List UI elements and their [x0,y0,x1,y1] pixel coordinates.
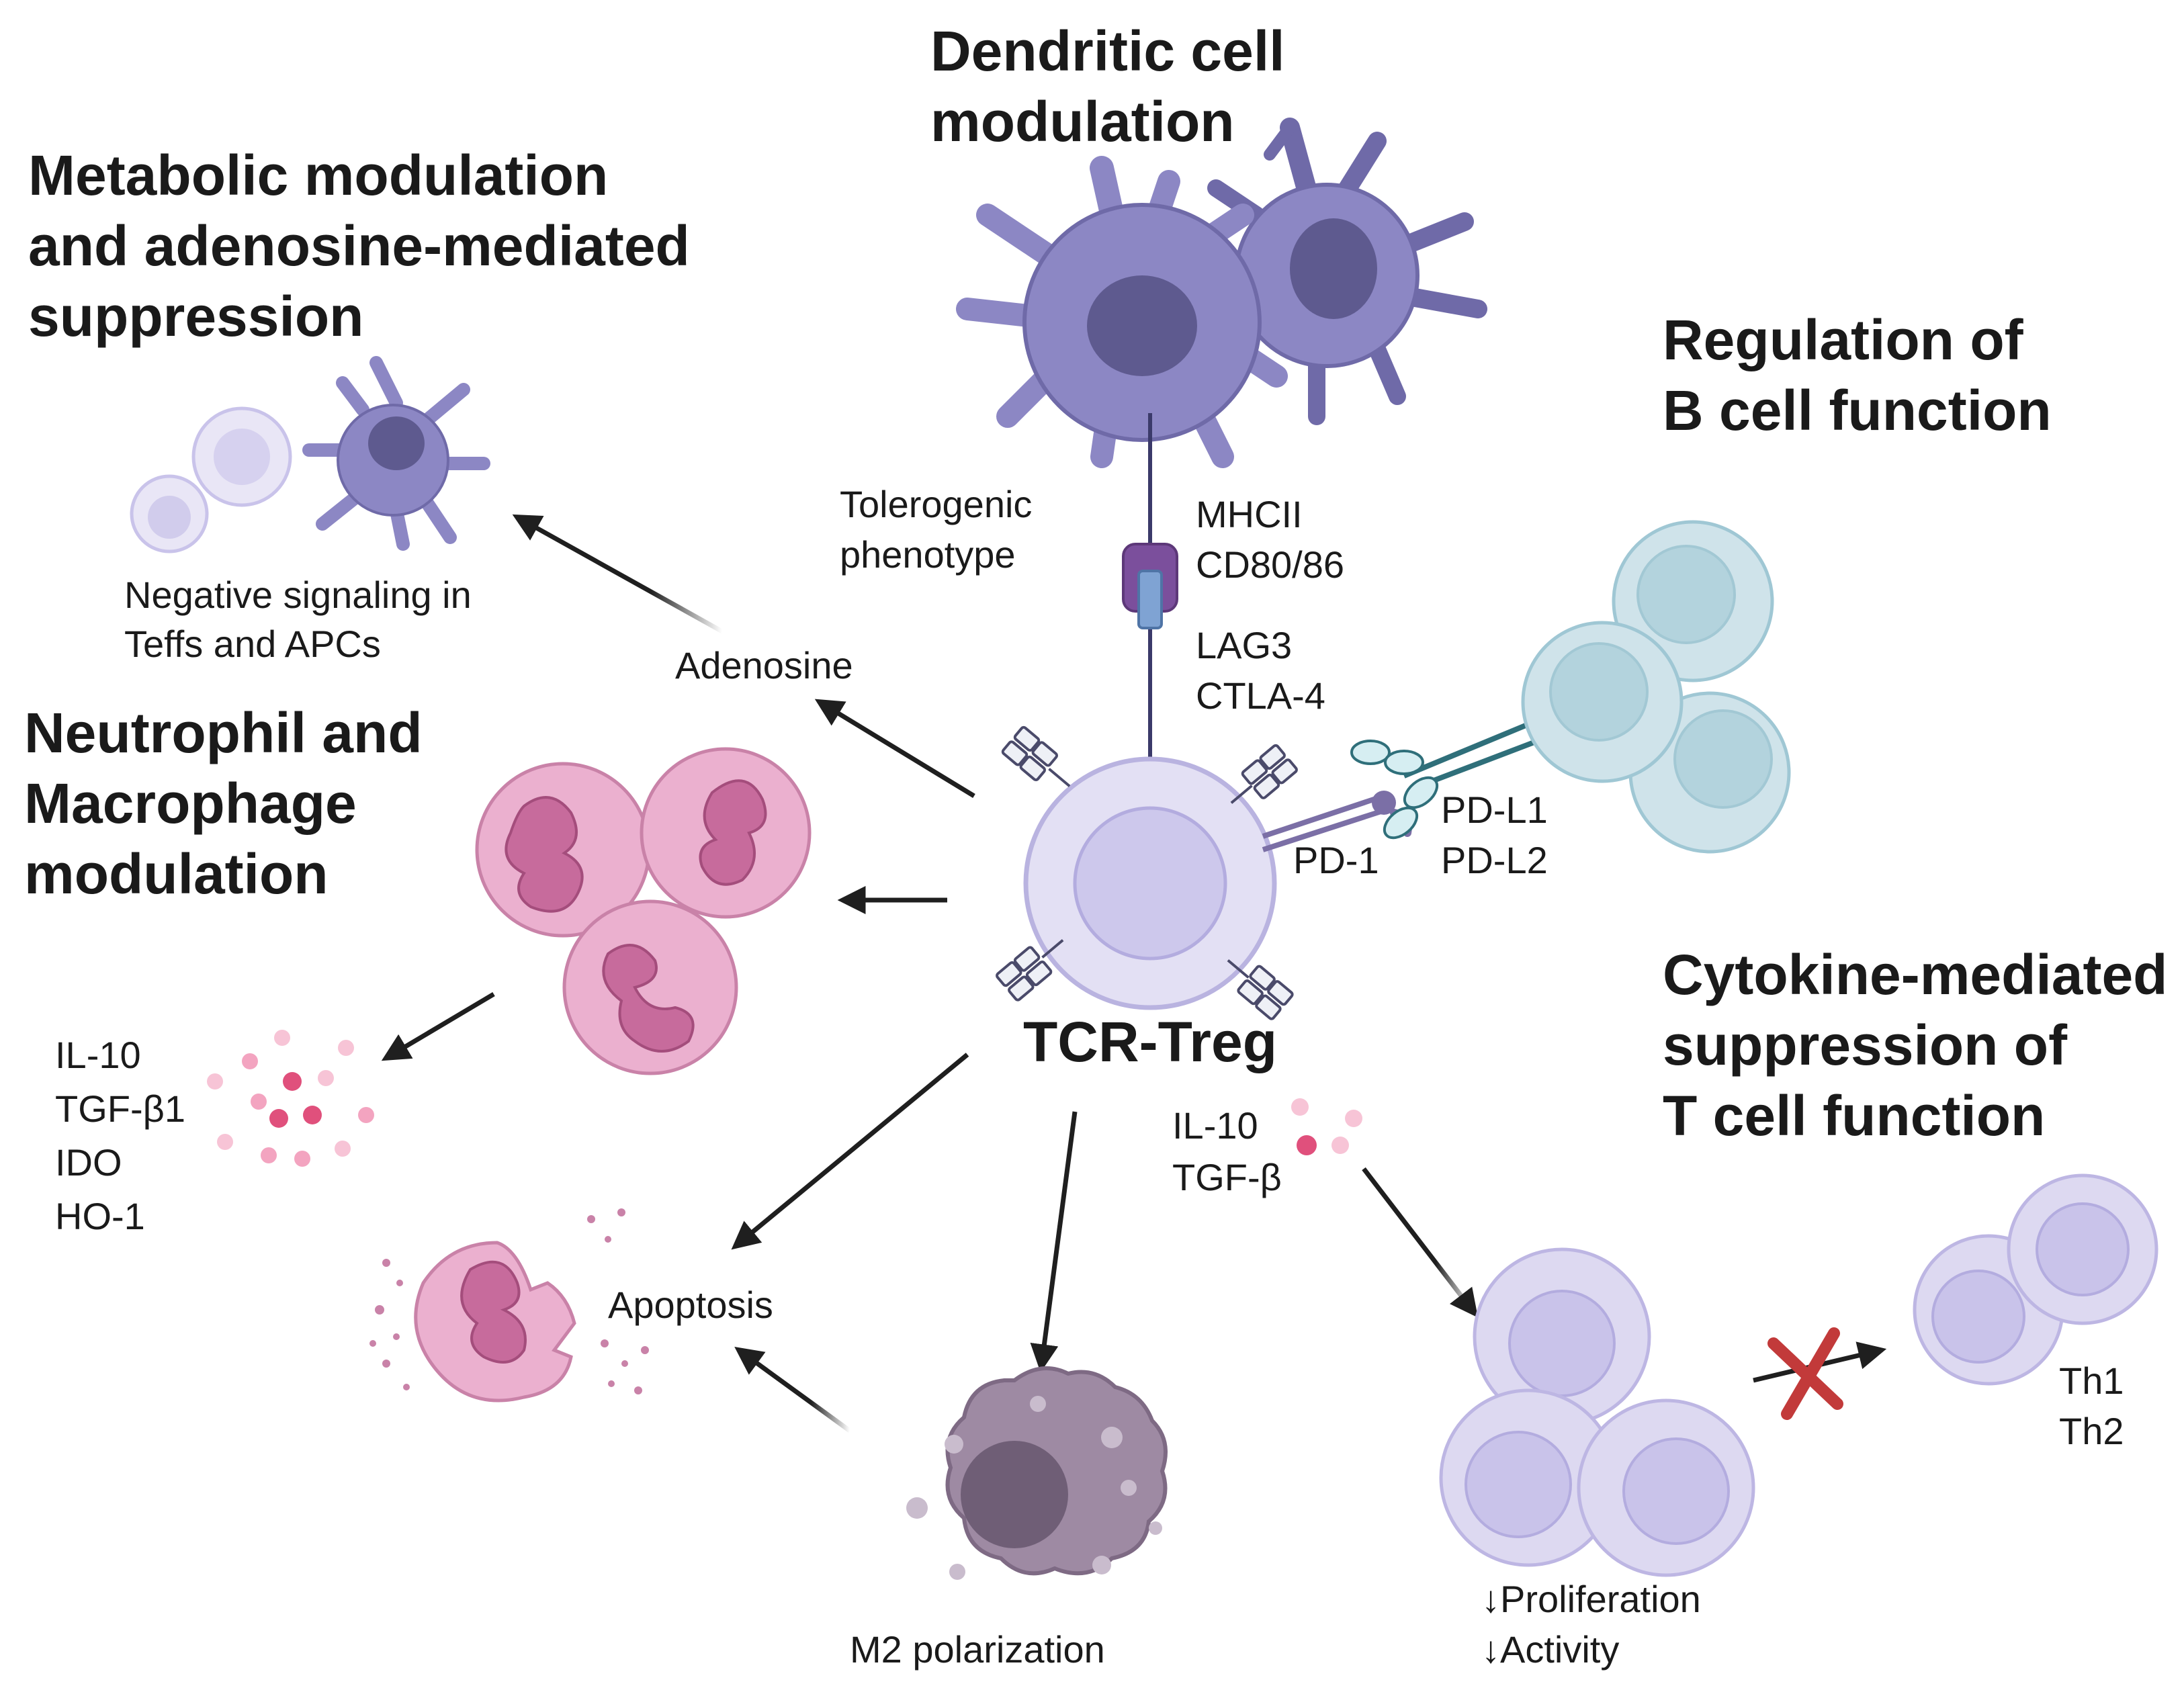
svg-text:PD-L2: PD-L2 [1441,839,1548,881]
dendritic-title: Dendritic cell modulation [930,19,1285,153]
svg-text:↓Proliferation: ↓Proliferation [1481,1578,1701,1620]
svg-text:MHCII: MHCII [1196,493,1303,535]
mhc-label: MHCII CD80/86 [1196,493,1344,586]
svg-text:suppression: suppression [28,285,363,348]
lag3-label: LAG3 CTLA-4 [1196,624,1325,717]
inhibition-cross-icon [1767,1327,1843,1420]
svg-text:IL-10: IL-10 [55,1034,141,1076]
pd1-label: PD-1 [1293,839,1379,881]
apc-small-dendritic-cell [302,356,490,551]
neutrophil-title: Neutrophil and Macrophage modulation [24,701,423,905]
svg-text:IL-10: IL-10 [1172,1104,1258,1147]
metabolic-title: Metabolic modulation and adenosine-media… [28,144,690,348]
cytokine-release-arrow [381,991,495,1061]
svg-text:suppression of: suppression of [1663,1014,2068,1077]
treg-cell [1023,756,1277,1010]
b-cells [1521,520,1791,854]
svg-text:LAG3: LAG3 [1196,624,1292,666]
bcell-title: Regulation of B cell function [1663,308,2052,442]
neutrophil-cells [475,747,812,1075]
svg-text:modulation: modulation [930,90,1235,153]
treg-label: TCR-Treg [1023,1010,1277,1073]
svg-text:Metabolic modulation: Metabolic modulation [28,144,608,207]
svg-text:CTLA-4: CTLA-4 [1196,674,1325,717]
svg-text:phenotype: phenotype [840,533,1016,576]
macrophage-apoptosis-arrow [734,1347,852,1433]
apoptosis-arrow [731,1053,969,1250]
tcr-receptor-icons [996,725,1298,1020]
adenosine-label: Adenosine [675,644,853,686]
pd1-pdl-interaction [1262,716,1553,852]
th-cells [1913,1173,2158,1386]
dendritic-cell-back [1207,118,1487,425]
svg-text:Regulation of: Regulation of [1663,308,2024,371]
svg-text:Tolerogenic: Tolerogenic [840,483,1032,525]
svg-text:TGF-β: TGF-β [1172,1156,1282,1198]
svg-text:PD-L1: PD-L1 [1441,789,1548,831]
svg-text:Neutrophil and: Neutrophil and [24,701,423,764]
svg-text:T cell function: T cell function [1663,1084,2045,1147]
cytokine-title: Cytokine-mediated suppression of T cell … [1663,943,2168,1147]
apoptotic-neutrophil [369,1208,649,1403]
treg-cytokine-dots [1291,1098,1362,1155]
macrophage-cell [906,1366,1168,1580]
suppressed-t-cells [1439,1247,1755,1577]
teff-cells [130,406,292,553]
neutrophil-cytokine-label: IL-10 TGF-β1 IDO HO-1 [55,1034,185,1237]
svg-text:IDO: IDO [55,1141,122,1184]
svg-text:Cytokine-mediated: Cytokine-mediated [1663,943,2168,1006]
apoptosis-label: Apoptosis [608,1284,773,1326]
pdl-label: PD-L1 PD-L2 [1441,789,1548,881]
m2-label: M2 polarization [850,1628,1105,1671]
svg-text:Th2: Th2 [2059,1410,2124,1452]
svg-text:Dendritic cell: Dendritic cell [930,19,1285,83]
tolerogenic-label: Tolerogenic phenotype [840,483,1032,576]
svg-text:Macrophage: Macrophage [24,772,357,835]
svg-text:CD80/86: CD80/86 [1196,543,1344,586]
svg-text:B cell function: B cell function [1663,379,2052,442]
svg-text:and adenosine-mediated: and adenosine-mediated [28,214,690,277]
svg-text:↓Activity: ↓Activity [1481,1628,1619,1671]
svg-text:Teffs and APCs: Teffs and APCs [124,623,381,665]
svg-text:modulation: modulation [24,842,329,905]
th-label: Th1 Th2 [2059,1360,2124,1452]
adenosine-arrows [512,514,975,798]
negative-signaling-label: Negative signaling in Teffs and APCs [124,574,472,665]
svg-text:HO-1: HO-1 [55,1195,145,1237]
treg-cytokine-label: IL-10 TGF-β [1172,1104,1282,1198]
svg-text:TGF-β1: TGF-β1 [55,1087,185,1130]
svg-text:Th1: Th1 [2059,1360,2124,1402]
mhc-lag3-interaction [1122,413,1178,762]
tcell-arrow [1362,1167,1479,1318]
svg-text:Negative signaling in: Negative signaling in [124,574,472,616]
neutrophil-cytokine-dots [207,1030,374,1167]
m2-arrow [1030,1111,1078,1373]
t-outcomes-label: ↓Proliferation ↓Activity [1481,1578,1701,1671]
dendritic-cell-front [956,156,1288,468]
